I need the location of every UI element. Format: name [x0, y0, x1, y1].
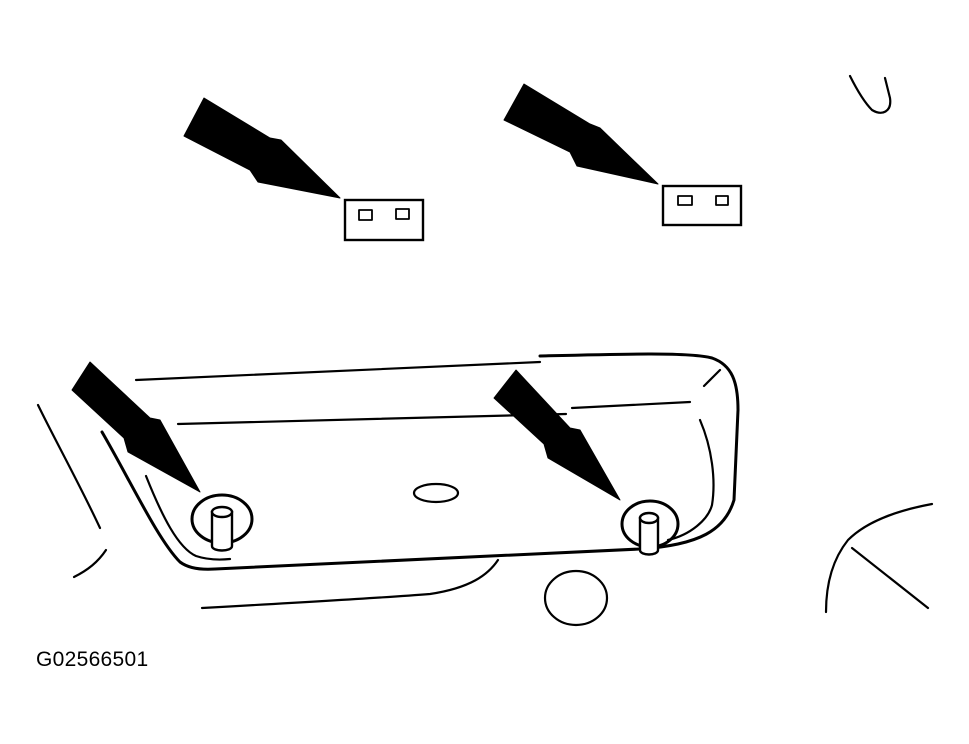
arrow-to-clip-right — [503, 83, 659, 185]
pivot-left — [190, 493, 254, 552]
figure-code: G02566501 — [36, 648, 149, 671]
hook-fragment — [848, 74, 892, 114]
sun-visor — [36, 352, 934, 627]
arrow-to-clip-left — [183, 97, 341, 199]
clip-left — [343, 198, 425, 242]
pivot-right — [620, 499, 680, 556]
arrow-to-pivot-right — [493, 369, 621, 501]
arrow-to-pivot-left — [71, 361, 201, 493]
clip-right — [661, 184, 743, 227]
